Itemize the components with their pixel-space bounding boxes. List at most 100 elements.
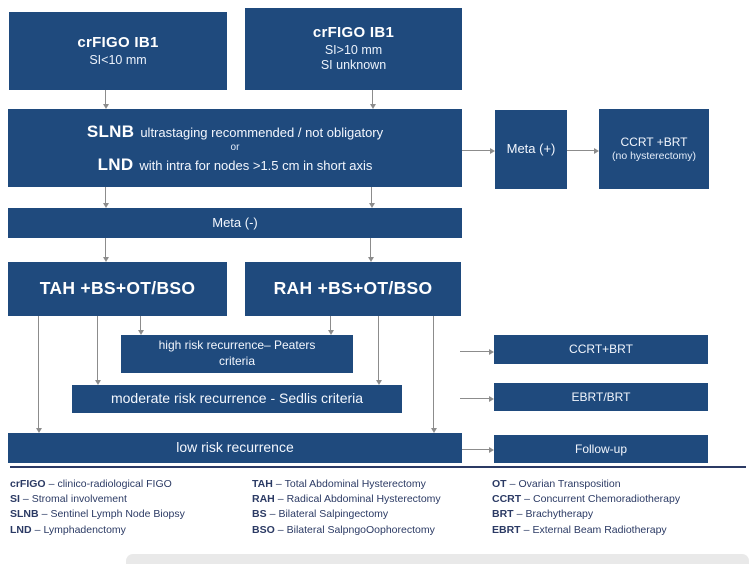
arrow-slnb-to-meta-pos xyxy=(462,147,495,154)
arrow-tah-to-moderate-risk xyxy=(94,316,101,385)
legend-item: RAH–Radical Abdominal Hysterectomy xyxy=(252,492,441,507)
box-title: crFIGO IB1 xyxy=(77,33,159,51)
legend-dash: – xyxy=(41,508,48,521)
box-ccrt-brt-no-hysterectomy: CCRT +BRT (no hysterectomy) xyxy=(599,109,709,189)
legend-item: TAH–Total Abdominal Hysterectomy xyxy=(252,477,441,492)
legend-dash: – xyxy=(516,508,523,521)
legend-term: TAH xyxy=(252,478,273,490)
arrow-slnb-to-meta-neg-left xyxy=(102,187,109,208)
arrow-crfigo-large-to-slnb xyxy=(369,90,376,109)
box-sublabel: (no hysterectomy) xyxy=(611,149,697,162)
legend-item: SLNB–Sentinel Lymph Node Biopsy xyxy=(10,507,185,522)
legend-item: LND–Lymphadenctomy xyxy=(10,523,185,538)
arrow-tah-to-high-risk xyxy=(137,316,144,335)
box-label: low risk recurrence xyxy=(176,439,294,456)
box-meta-positive: Meta (+) xyxy=(495,110,567,189)
legend-column-3: OT–Ovarian Transposition CCRT–Concurrent… xyxy=(492,477,680,538)
legend-dash: – xyxy=(524,493,531,506)
legend-term: BS xyxy=(252,508,267,521)
legend-definition: Radical Abdominal Hysterectomy xyxy=(286,493,441,506)
legend-item: CCRT–Concurrent Chemoradiotherapy xyxy=(492,492,680,507)
legend-definition: External Beam Radiotherapy xyxy=(532,523,667,536)
legend-dash: – xyxy=(277,523,284,536)
legend-term: crFIGO xyxy=(10,478,46,490)
legend-item: crFIGO–clinico-radiological FIGO xyxy=(10,477,185,492)
legend-dash: – xyxy=(275,478,282,490)
legend-column-2: TAH–Total Abdominal Hysterectomy RAH–Rad… xyxy=(252,477,441,538)
box-tah: TAH +BS+OT/BSO xyxy=(8,262,227,316)
legend-definition: Stromal involvement xyxy=(31,493,127,506)
legend-definition: Brachytherapy xyxy=(525,508,594,521)
box-subtitle: SI<10 mm xyxy=(89,52,147,67)
bottom-edge-strip xyxy=(126,554,749,564)
legend-dash: – xyxy=(277,493,284,506)
legend-definition: Sentinel Lymph Node Biopsy xyxy=(50,508,185,521)
legend-term: RAH xyxy=(252,493,275,506)
legend-term: LND xyxy=(10,523,32,536)
arrow-meta-pos-to-ccrt xyxy=(567,147,599,154)
legend-definition: Total Abdominal Hysterectomy xyxy=(284,478,426,490)
slnb-text: ultrastaging recommended / not obligator… xyxy=(140,124,384,140)
legend-dash: – xyxy=(48,478,55,490)
legend-item: BS–Bilateral Salpingectomy xyxy=(252,507,441,522)
arrow-low-risk-to-follow-up xyxy=(462,446,494,453)
legend-definition: Bilateral Salpingectomy xyxy=(278,508,389,521)
box-follow-up: Follow-up xyxy=(494,435,708,463)
arrow-rah-to-high-risk xyxy=(327,316,334,335)
slnb-term: SLNB xyxy=(86,121,135,141)
slnb-line: SLNB ultrastaging recommended / not oblig… xyxy=(87,121,383,142)
box-ccrt-brt: CCRT+BRT xyxy=(494,335,708,364)
box-label: Meta (-) xyxy=(212,214,258,230)
arrow-rah-to-low-risk xyxy=(430,316,437,433)
legend-term: BRT xyxy=(492,508,514,521)
box-slnb-lnd: SLNB ultrastaging recommended / not oblig… xyxy=(8,109,462,187)
legend-item: BRT–Brachytherapy xyxy=(492,507,680,522)
legend-dash: – xyxy=(509,478,516,490)
legend-item: BSO–Bilateral SalpngoOophorectomy xyxy=(252,523,441,538)
lnd-text: with intra for nodes >1.5 cm in short ax… xyxy=(139,158,373,174)
arrow-crfigo-small-to-slnb xyxy=(102,90,109,109)
box-subtitle: SI unknown xyxy=(320,58,387,73)
legend-divider xyxy=(10,466,746,468)
box-ebrt-brt: EBRT/BRT xyxy=(494,383,708,411)
box-moderate-risk: moderate risk recurrence - Sedlis criter… xyxy=(72,385,402,413)
legend-definition: Ovarian Transposition xyxy=(518,478,621,490)
legend-term: EBRT xyxy=(492,523,521,536)
arrow-tah-to-low-risk xyxy=(35,316,42,433)
box-label: CCRT+BRT xyxy=(569,342,633,356)
box-label: moderate risk recurrence - Sedlis criter… xyxy=(110,390,364,407)
box-label: RAH +BS+OT/BSO xyxy=(273,278,433,299)
box-meta-negative: Meta (-) xyxy=(8,208,462,238)
lnd-term: LND xyxy=(97,155,134,175)
arrow-moderate-risk-to-ebrt-brt xyxy=(460,395,494,402)
box-low-risk: low risk recurrence xyxy=(8,433,462,463)
lnd-line: LND with intra for nodes >1.5 cm in short… xyxy=(98,154,373,175)
legend-definition: Bilateral SalpngoOophorectomy xyxy=(286,523,435,536)
box-label: TAH +BS+OT/BSO xyxy=(39,278,196,299)
legend-term: OT xyxy=(492,478,507,490)
arrow-rah-to-moderate-risk xyxy=(375,316,382,385)
box-label: Meta (+) xyxy=(506,141,556,157)
legend-definition: Lymphadenctomy xyxy=(43,523,126,536)
box-label: CCRT +BRT xyxy=(620,134,688,149)
legend-term: CCRT xyxy=(492,493,522,506)
box-crfigo-si-greater-10mm: crFIGO IB1 SI>10 mm SI unknown xyxy=(245,8,462,90)
legend-dash: – xyxy=(22,493,29,506)
box-crfigo-si-less-10mm: crFIGO IB1 SI<10 mm xyxy=(9,12,227,90)
box-title: crFIGO IB1 xyxy=(312,24,395,41)
legend-dash: – xyxy=(269,508,276,521)
box-label: high risk recurrence– Peaters criteria xyxy=(158,338,316,368)
legend-item: EBRT–External Beam Radiotherapy xyxy=(492,523,680,538)
legend-term: BSO xyxy=(252,523,275,536)
box-label: EBRT/BRT xyxy=(571,389,631,404)
arrow-meta-neg-to-tah xyxy=(102,238,109,262)
legend-dash: – xyxy=(523,523,530,536)
arrow-meta-neg-to-rah xyxy=(367,238,374,262)
legend-dash: – xyxy=(34,523,41,536)
legend-term: SLNB xyxy=(10,508,39,521)
legend-item: OT–Ovarian Transposition xyxy=(492,477,680,492)
arrow-slnb-to-meta-neg-right xyxy=(368,187,375,208)
legend-column-1: crFIGO–clinico-radiological FIGO SI–Stro… xyxy=(10,477,185,538)
legend-definition: Concurrent Chemoradiotherapy xyxy=(533,493,681,506)
